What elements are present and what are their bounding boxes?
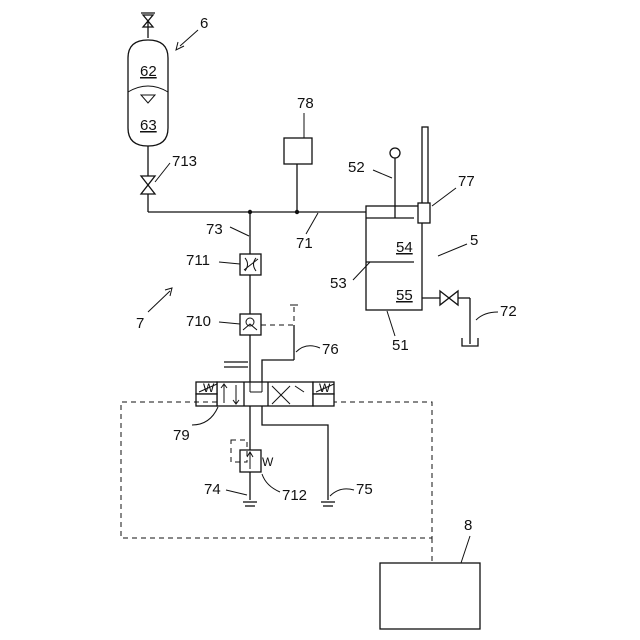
directional-valve-79 xyxy=(196,362,334,406)
label-73: 73 xyxy=(206,221,223,238)
label-77: 77 xyxy=(458,173,475,190)
label-75: 75 xyxy=(356,481,373,498)
control-signal-line xyxy=(121,402,432,538)
label-w-712: W xyxy=(262,455,274,469)
label-76: 76 xyxy=(322,341,339,358)
hydraulic-cylinder-5 xyxy=(366,127,430,310)
label-713: 713 xyxy=(172,153,197,170)
label-74: 74 xyxy=(204,481,221,498)
label-7: 7 xyxy=(136,315,144,332)
label-51: 51 xyxy=(392,337,409,354)
label-710: 710 xyxy=(186,313,211,330)
label-71: 71 xyxy=(296,235,313,252)
label-6: 6 xyxy=(200,15,208,32)
label-62: 62 xyxy=(140,63,157,80)
label-55: 55 xyxy=(396,287,413,304)
label-52: 52 xyxy=(348,159,365,176)
accumulator-6 xyxy=(128,13,168,212)
label-78: 78 xyxy=(297,95,314,112)
label-711: 711 xyxy=(186,252,210,269)
label-54: 54 xyxy=(396,239,413,256)
sensor-78 xyxy=(284,138,312,164)
label-w-right: W xyxy=(319,381,331,395)
label-8: 8 xyxy=(464,517,472,534)
controller-8 xyxy=(380,563,480,629)
label-79: 79 xyxy=(173,427,190,444)
label-53: 53 xyxy=(330,275,347,292)
label-712: 712 xyxy=(282,487,307,504)
label-w-left: W xyxy=(203,381,215,395)
label-5: 5 xyxy=(470,232,478,249)
valve-72 xyxy=(440,291,458,305)
label-72: 72 xyxy=(500,303,517,320)
label-63: 63 xyxy=(140,117,157,134)
